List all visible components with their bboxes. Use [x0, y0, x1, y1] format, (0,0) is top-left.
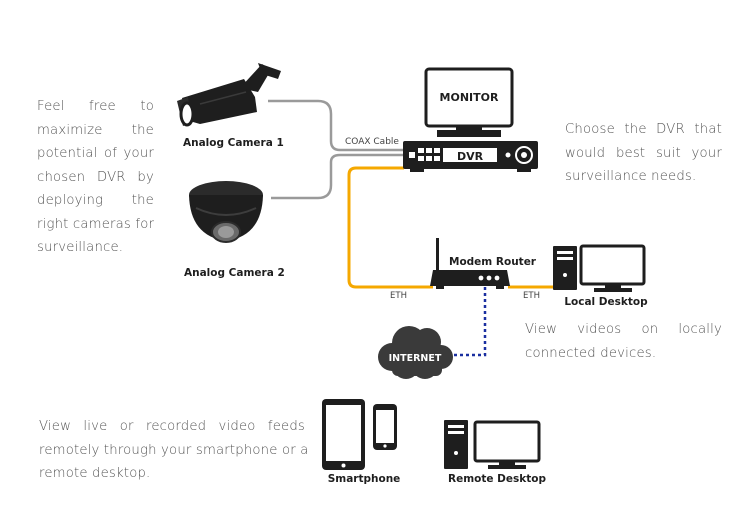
- remote-desktop-icon: [444, 420, 541, 469]
- coax-line-camera1: [268, 99, 404, 152]
- local-desktop-label: Local Desktop: [564, 296, 648, 308]
- dvr-label: DVR: [457, 150, 484, 163]
- remote-desktop-label: Remote Desktop: [448, 473, 546, 485]
- camera-description-line: right cameras for: [37, 216, 155, 232]
- camera-description-line: Feel free to: [37, 99, 154, 114]
- tablet-icon: [322, 399, 365, 470]
- internet-cloud-icon: [378, 326, 453, 379]
- internet-line: [449, 287, 487, 357]
- remote-viewing-description-line: View live or recorded video feeds: [39, 419, 305, 434]
- local-viewing-description: View videos on locally connected devices…: [525, 318, 722, 365]
- analog-camera-2-icon: [189, 181, 263, 243]
- eth-label-right: ETH: [523, 291, 540, 301]
- router-label: Modem Router: [449, 256, 537, 268]
- eth-label-left: ETH: [390, 291, 407, 301]
- dvr-description-line: would best suit your: [565, 145, 722, 161]
- remote-viewing-description-line: remotely through your smartphone or a: [39, 442, 309, 458]
- coax-cable-lines: [268, 99, 404, 200]
- camera-description: Feel free to maximize the potential of y…: [37, 95, 154, 260]
- dvr-description-line: Choose the DVR that: [565, 122, 722, 137]
- remote-viewing-description: View live or recorded video feeds remote…: [39, 415, 309, 486]
- monitor-label: MONITOR: [440, 91, 499, 104]
- modem-router-icon: [430, 238, 510, 289]
- camera-description-line: deploying the: [37, 193, 154, 208]
- camera-description-line: maximize the: [37, 122, 154, 138]
- local-viewing-description-line: connected devices.: [525, 345, 657, 361]
- local-desktop-icon: [553, 244, 646, 292]
- smartphone-label: Smartphone: [328, 473, 401, 485]
- eth-lines: [347, 166, 564, 289]
- smartphone-icon: [373, 404, 397, 450]
- camera1-label: Analog Camera 1: [183, 137, 284, 149]
- camera-description-line: chosen DVR by: [37, 169, 154, 185]
- local-viewing-description-line: View videos on locally: [525, 322, 722, 337]
- dvr-description-line: surveillance needs.: [565, 169, 697, 184]
- dvr-icon: [403, 141, 538, 172]
- eth-line-dvr-router: [347, 166, 433, 289]
- dvr-description: Choose the DVR that would best suit your…: [565, 118, 722, 189]
- monitor-icon: [424, 67, 514, 137]
- camera-description-line: potential of your: [37, 146, 154, 161]
- analog-camera-1-icon: [177, 63, 281, 127]
- internet-label: INTERNET: [389, 353, 442, 364]
- coax-line-camera2: [271, 153, 404, 200]
- camera-description-line: surveillance.: [37, 240, 124, 255]
- coax-cable-label: COAX Cable: [345, 137, 399, 147]
- camera2-label: Analog Camera 2: [184, 267, 285, 279]
- remote-viewing-description-line: remote desktop.: [39, 466, 151, 481]
